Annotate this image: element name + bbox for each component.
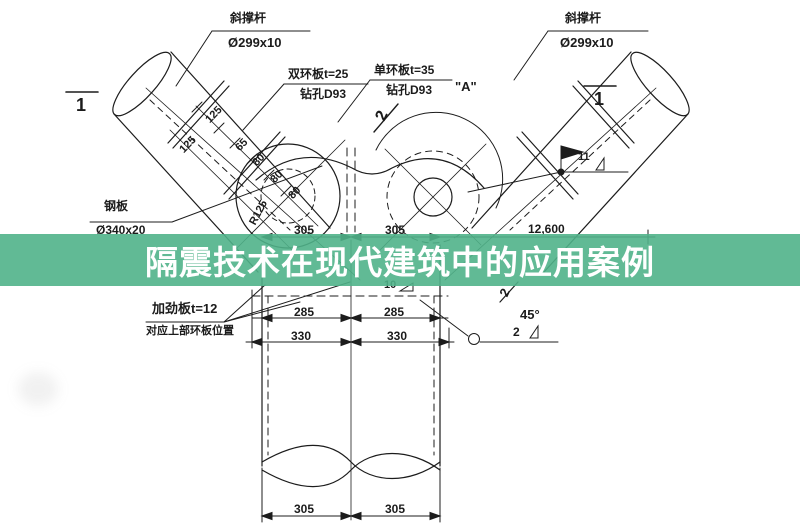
left-member-spec: Ø299x10 <box>228 35 282 50</box>
dim-bottom-305-right: 305 <box>385 502 406 516</box>
double-ring-label-line2: 钻孔D93 <box>300 87 347 101</box>
node-gusset <box>234 111 504 251</box>
title-banner: 隔震技术在现代建筑中的应用案例 <box>0 234 800 286</box>
dim-330-left: 330 <box>291 329 312 343</box>
dim-285-left: 285 <box>294 305 315 319</box>
dim-top-305-right: 305 <box>385 223 406 237</box>
section-mark-1-left: 1 <box>76 95 87 115</box>
dim-top-305-left: 305 <box>294 223 315 237</box>
single-ring-label-line2: 钻孔D93 <box>386 83 433 97</box>
plate-name: 钢板 <box>104 199 129 213</box>
leaders-and-symbols <box>65 30 649 345</box>
weld-angle-size: 2 <box>513 325 520 339</box>
single-ring-label-line1: 单环板t=35 <box>374 63 435 77</box>
stiffener-label-line2: 对应上部环板位置 <box>146 325 234 337</box>
stiffener-label-line1: 加劲板t=12 <box>152 301 218 316</box>
dim-285-right: 285 <box>384 305 405 319</box>
weld-flag-size: 11 <box>578 151 590 163</box>
single-ring-mark-a: "A" <box>455 79 477 94</box>
section-mark-1-right: 1 <box>594 89 605 109</box>
left-member-name: 斜撑杆 <box>230 11 267 25</box>
right-member-name: 斜撑杆 <box>565 11 602 25</box>
plate-spec: Ø340x20 <box>96 223 146 237</box>
dim-330-right: 330 <box>387 329 408 343</box>
right-pipe <box>444 51 690 281</box>
scan-smudge <box>18 372 58 406</box>
banner-title: 隔震技术在现代建筑中的应用案例 <box>145 244 655 281</box>
weld-angle-label: 45° <box>520 307 540 322</box>
elevation-value: 12,600 <box>528 222 565 236</box>
dim-bottom-305-left: 305 <box>294 502 315 516</box>
double-ring-label-line1: 双环板t=25 <box>288 67 349 81</box>
right-member-spec: Ø299x10 <box>560 35 614 50</box>
